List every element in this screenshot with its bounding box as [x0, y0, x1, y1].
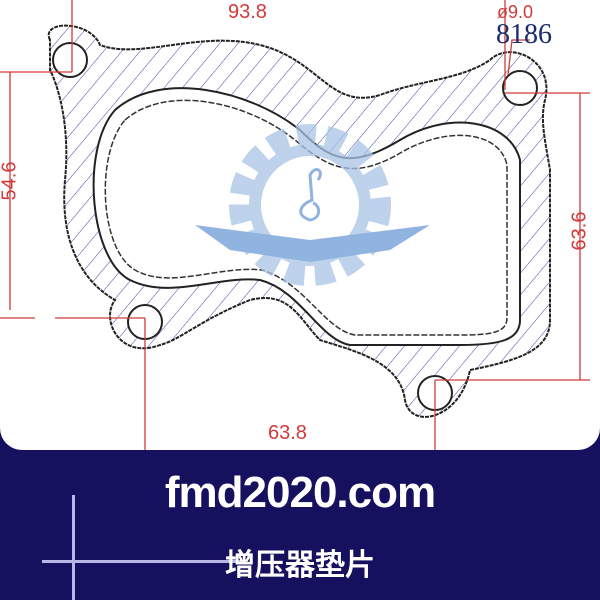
decor-vertical-line — [72, 495, 75, 600]
bead-line — [104, 99, 508, 336]
dimension-hole-diameter: ø9.0 — [497, 2, 534, 22]
dimension-bottom-width: 63.8 — [268, 422, 307, 444]
watermark-gear-logo — [195, 124, 430, 286]
dimension-lines — [0, 0, 590, 450]
dimension-top-width: 93.8 — [228, 1, 267, 23]
product-title: 增压器垫片 — [225, 548, 375, 583]
gasket-drawing — [0, 0, 590, 450]
part-number: 8186 — [496, 19, 552, 50]
decor-horizontal-line — [42, 560, 244, 563]
bolt-hole-top-left — [52, 42, 88, 78]
site-name: fmd2020.com — [164, 468, 436, 517]
dimension-left-height: 54.6 — [0, 161, 21, 201]
drawing-panel: 93.8 ø9.0 8186 54.6 63.6 63.8 — [0, 0, 600, 450]
dimension-right-height: 63.6 — [568, 211, 591, 251]
bolt-hole-top-right — [502, 70, 538, 106]
